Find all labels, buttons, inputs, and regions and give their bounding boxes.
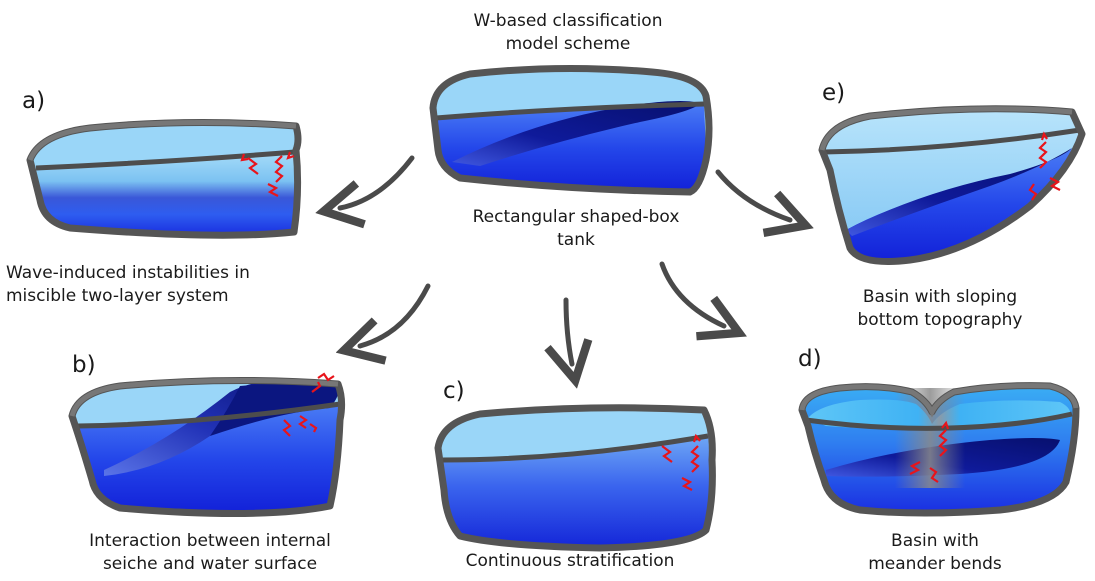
center-tank	[429, 64, 713, 196]
panel-c-caption-line-1: Continuous stratification	[465, 551, 675, 571]
wave-marker-d	[909, 420, 950, 483]
center-subtitle: Rectangular shaped-box tank	[446, 206, 706, 252]
center-title-line-1: W-based classification	[473, 11, 663, 31]
tank-e	[818, 105, 1086, 265]
wave-marker-b	[282, 372, 335, 437]
panel-d-caption-line-1: Basin with	[891, 531, 979, 551]
wave-marker-e	[1028, 131, 1061, 201]
arrow-to-a	[340, 155, 415, 208]
center-title-line-2: model scheme	[505, 34, 631, 54]
arrow-to-d	[659, 261, 724, 326]
panel-e-caption: Basin with sloping bottom topography	[840, 286, 1040, 332]
panel-b-caption-line-2: seiche and water surface	[102, 554, 318, 574]
center-title: W-based classification model scheme	[455, 10, 681, 56]
panel-c-letter: c)	[443, 378, 465, 404]
panel-d-caption: Basin with meander bends	[850, 530, 1020, 576]
panel-a-letter: a)	[22, 88, 46, 114]
panel-a-caption: Wave-induced instabilities in miscible t…	[6, 262, 322, 308]
panel-b-caption-line-1: Interaction between internal	[89, 531, 331, 551]
tank-c	[434, 404, 716, 552]
panel-a-caption-line-1: Wave-induced instabilities in	[6, 263, 250, 283]
panel-a-caption-line-2: miscible two-layer system	[6, 286, 229, 306]
panel-c-caption: Continuous stratification	[450, 550, 690, 573]
arrow-to-c	[566, 297, 572, 364]
arrow-to-b	[360, 283, 431, 346]
arrows	[340, 155, 790, 364]
panel-e-caption-line-2: bottom topography	[857, 310, 1023, 330]
panel-b-letter: b)	[72, 352, 96, 378]
panel-b-caption: Interaction between internal seiche and …	[62, 530, 358, 576]
arrow-to-e	[715, 169, 790, 220]
tank-d	[798, 382, 1080, 517]
panel-d-letter: d)	[798, 346, 822, 372]
wave-marker-a	[240, 151, 295, 197]
panel-d-caption-line-2: meander bends	[868, 554, 1002, 574]
wave-marker-c	[661, 433, 701, 491]
tank-a	[26, 118, 302, 239]
panel-e-caption-line-1: Basin with sloping	[862, 287, 1018, 307]
tank-b	[68, 376, 346, 518]
center-subtitle-line-1: Rectangular shaped-box	[472, 207, 680, 227]
panel-e-letter: e)	[822, 80, 846, 106]
center-subtitle-line-2: tank	[557, 230, 595, 250]
